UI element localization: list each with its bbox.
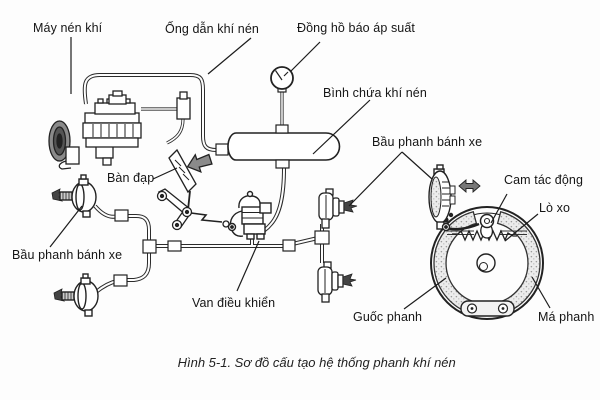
label-wheel-brake-chamber-right: Bầu phanh bánh xe xyxy=(372,135,483,149)
label-pressure-gauge: Đồng hồ báo áp suất xyxy=(297,21,415,35)
governor-fitting xyxy=(176,91,191,120)
label-brake-pad: Má phanh xyxy=(538,310,595,324)
stroke-double-arrow xyxy=(458,179,481,193)
brake-pedal xyxy=(156,148,230,231)
label-air-pipe: Ống dẫn khí nén xyxy=(165,22,259,36)
tank-inlet-nipple xyxy=(215,143,229,156)
brake-shoe-right xyxy=(496,211,541,315)
wheel-brake-chamber-right-upper xyxy=(318,188,358,229)
label-wheel-brake-chamber-left: Bầu phanh bánh xe xyxy=(12,248,123,262)
label-actuating-cam: Cam tác động xyxy=(504,173,584,187)
pipe-couplers xyxy=(113,209,330,287)
brake-chamber-detail xyxy=(428,164,480,232)
label-brake-shoe: Guốc phanh xyxy=(353,310,423,324)
label-control-valve: Van điều khiển xyxy=(192,296,276,310)
pedal-force-arrow xyxy=(186,153,213,173)
control-valve xyxy=(227,190,272,240)
pressure-gauge xyxy=(270,66,294,93)
brake-drum-outer xyxy=(430,206,544,320)
wheel-brake-chamber-right-lower xyxy=(317,261,357,303)
label-leader-lines xyxy=(49,37,551,310)
label-air-compressor: Máy nén khí xyxy=(33,21,103,35)
air-tank xyxy=(215,124,341,169)
label-spring: Lò xo xyxy=(539,201,571,215)
wheel-brake-chamber-left-lower xyxy=(53,273,99,317)
gauge-needle xyxy=(275,70,289,81)
air-compressor xyxy=(48,90,142,170)
drum-brake-assembly xyxy=(428,164,544,320)
figure-caption: Hình 5-1. Sơ đồ cấu tạo hệ thống phanh k… xyxy=(177,355,456,370)
wheel-brake-chamber-left-upper xyxy=(51,174,97,218)
label-pedal: Bàn đạp xyxy=(107,171,155,185)
label-air-tank: Bình chứa khí nén xyxy=(323,86,427,100)
pedal-valve-rod xyxy=(190,212,223,223)
actuating-cam xyxy=(480,225,494,239)
